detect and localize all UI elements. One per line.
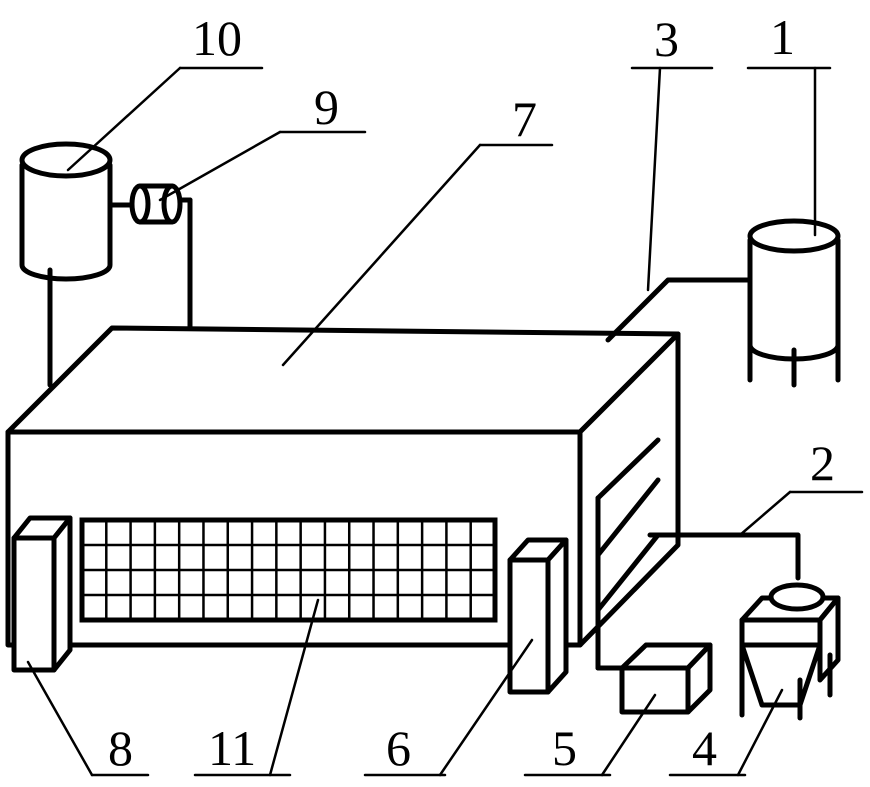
label-7: 7	[512, 91, 537, 147]
label-11: 11	[208, 720, 256, 776]
label-10: 10	[192, 10, 242, 66]
label-2: 2	[810, 435, 835, 491]
pipe-3	[605, 277, 751, 343]
box-5	[595, 642, 713, 715]
label-3: 3	[654, 11, 679, 67]
side-slots	[595, 437, 661, 671]
label-8: 8	[108, 720, 133, 776]
leader-lines	[26, 66, 864, 777]
label-4: 4	[692, 720, 717, 776]
tank-10	[19, 141, 113, 282]
grid-window-11	[79, 517, 498, 623]
panel-8	[11, 515, 73, 673]
pipe-2	[647, 532, 801, 581]
pump-9	[107, 183, 193, 225]
label-5: 5	[552, 720, 577, 776]
panel-6	[507, 537, 569, 695]
label-6: 6	[386, 720, 411, 776]
tank-1	[747, 218, 841, 388]
label-9: 9	[314, 79, 339, 135]
label-1: 1	[770, 9, 795, 65]
device-4	[739, 582, 841, 721]
